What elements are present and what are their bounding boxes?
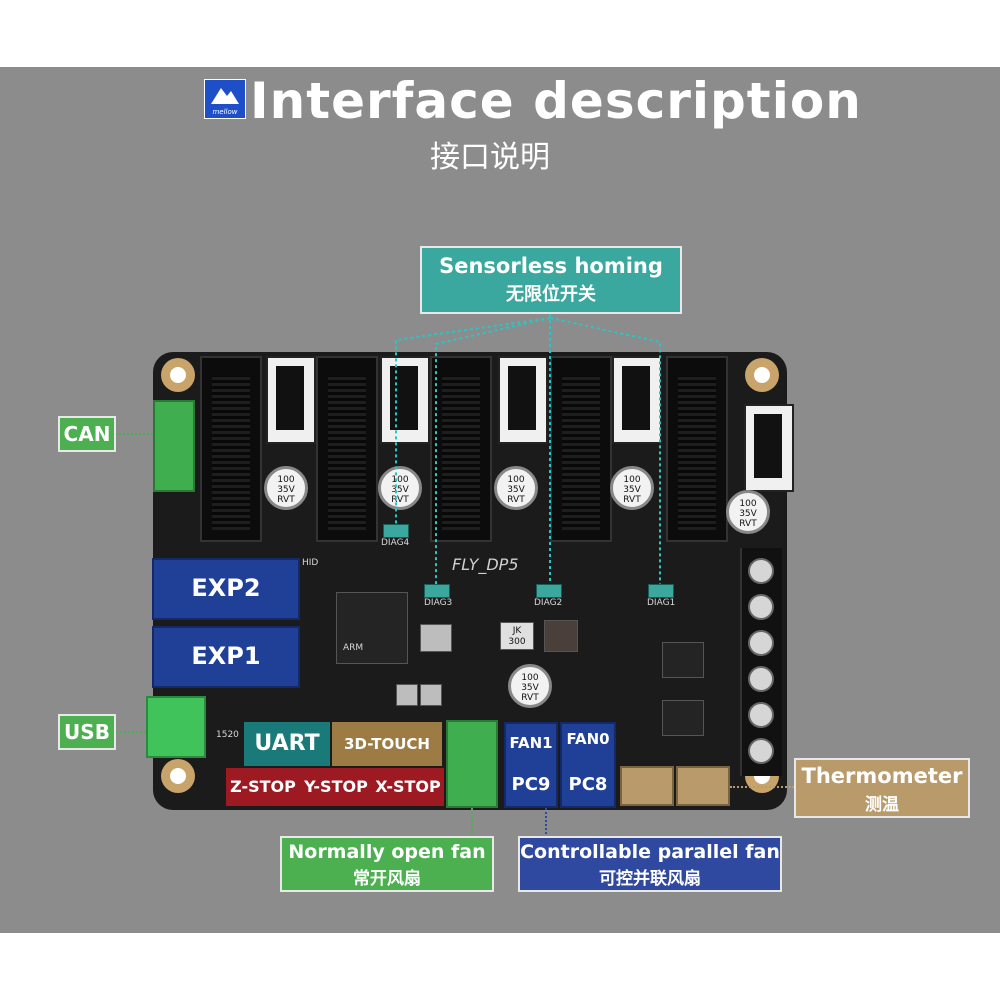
capacitor-3: 100 35V RVT <box>494 466 538 510</box>
normally-open-fan-label-zh: 常开风扇 <box>353 869 421 889</box>
mounting-hole-top-left <box>161 358 195 392</box>
reset-button-1 <box>396 684 418 706</box>
diag2-jumper <box>536 584 562 598</box>
inductor-2 <box>544 620 578 652</box>
usb-connector <box>146 696 206 758</box>
terminal-screw <box>748 738 774 764</box>
y-stop-connector: Y-STOP <box>300 768 372 806</box>
mosfet-1 <box>662 642 704 678</box>
diag1-jumper <box>648 584 674 598</box>
terminal-screw <box>748 702 774 728</box>
can-leader-line <box>116 433 153 435</box>
sensorless-homing-label-zh: 无限位开关 <box>506 284 596 305</box>
diag4-jumper <box>383 524 409 538</box>
mountain-icon <box>211 88 239 104</box>
normally-open-fan-label: Normally open fan <box>288 841 486 863</box>
capacitor-5: 100 35V RVT <box>726 490 770 534</box>
parallel-fan-callout: Controllable parallel fan 可控并联风扇 <box>518 836 782 892</box>
motor-header-2 <box>380 356 430 444</box>
sensorless-homing-callout: Sensorless homing 无限位开关 <box>420 246 682 314</box>
capacitor-2: 100 35V RVT <box>378 466 422 510</box>
terminal-screw <box>748 558 774 584</box>
motor-header-1 <box>266 356 316 444</box>
parallel-fan-label: Controllable parallel fan <box>520 841 780 863</box>
page-title: Interface description <box>250 72 862 130</box>
capacitor-1: 100 35V RVT <box>264 466 308 510</box>
driver-slot-1 <box>200 356 262 542</box>
usb-label: USB <box>58 714 116 750</box>
normally-open-fan-callout: Normally open fan 常开风扇 <box>280 836 494 892</box>
uart-connector: UART <box>244 722 330 766</box>
3d-touch-connector: 3D-TOUCH <box>332 722 442 766</box>
exp2-connector: EXP2 <box>152 558 300 620</box>
fan0-label: FAN0 <box>566 730 610 748</box>
fan0-connector: FAN0 PC8 <box>560 722 616 808</box>
mounting-hole-bottom-left <box>161 759 195 793</box>
board-name: FLY_DP5 <box>452 555 519 574</box>
exp1-connector: EXP1 <box>152 626 300 688</box>
parallel-fan-leader-line <box>545 808 547 838</box>
motor-header-4 <box>612 356 662 444</box>
capacitor-4: 100 35V RVT <box>610 466 654 510</box>
thermometer-label: Thermometer <box>801 764 963 788</box>
driver-slot-2 <box>316 356 378 542</box>
usb-leader-line <box>116 731 146 733</box>
normally-open-fan-leader-line <box>471 808 473 838</box>
power-terminal-block <box>740 548 782 776</box>
capacitor-6: 100 35V RVT <box>508 664 552 708</box>
mellow-logo-icon: mellow <box>204 79 246 119</box>
thermometer-label-zh: 测温 <box>865 795 899 815</box>
inductor: JK 300 <box>500 622 534 650</box>
can-label: CAN <box>58 416 116 452</box>
diag4-label: DIAG4 <box>381 538 410 548</box>
diag2-label: DIAG2 <box>534 598 563 608</box>
driver-slot-3 <box>430 356 492 542</box>
diag3-jumper <box>424 584 450 598</box>
pc8-label: PC8 <box>568 774 608 795</box>
mcu-chip: ARM <box>336 592 408 664</box>
normally-open-fan-connector <box>446 720 498 808</box>
thermometer-leader-line <box>730 786 794 788</box>
hid-label: HID <box>302 558 319 568</box>
terminal-screw <box>748 630 774 656</box>
fan1-connector: FAN1 PC9 <box>504 722 558 808</box>
diag3-label: DIAG3 <box>424 598 453 608</box>
smd-label: 1520 <box>216 730 239 740</box>
diag1-label: DIAG1 <box>647 598 676 608</box>
terminal-screw <box>748 666 774 692</box>
thermistor-connector-1 <box>620 766 674 806</box>
logo-text: mellow <box>212 108 238 116</box>
terminal-screw <box>748 594 774 620</box>
thermometer-callout: Thermometer 测温 <box>794 758 970 818</box>
mosfet-2 <box>662 700 704 736</box>
thermistor-connector-2 <box>676 766 730 806</box>
mounting-hole-top-right <box>745 358 779 392</box>
x-stop-connector: X-STOP <box>372 768 444 806</box>
fan1-label: FAN1 <box>509 734 553 752</box>
parallel-fan-label-zh: 可控并联风扇 <box>599 869 701 889</box>
driver-slot-5 <box>666 356 728 542</box>
pc9-label: PC9 <box>511 774 551 795</box>
motor-header-5 <box>744 404 794 492</box>
sensorless-homing-label: Sensorless homing <box>439 254 663 278</box>
motor-header-3 <box>498 356 548 444</box>
crystal-chip <box>420 624 452 652</box>
page-subtitle: 接口说明 <box>430 140 550 175</box>
driver-slot-4 <box>550 356 612 542</box>
reset-button-2 <box>420 684 442 706</box>
z-stop-connector: Z-STOP <box>226 768 300 806</box>
can-connector <box>153 400 195 492</box>
